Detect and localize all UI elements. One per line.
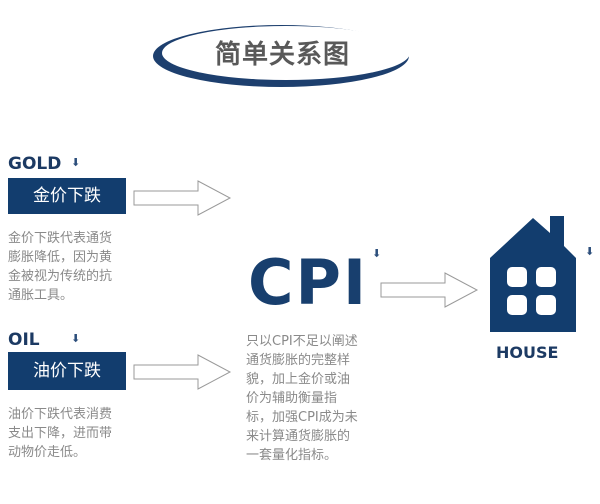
down-arrow-marker-icon: ⬇ [585, 245, 595, 258]
cpi-desc-line: 只以CPI不足以阐述 [246, 334, 358, 349]
house-icon [490, 216, 576, 332]
oil-desc-line: 动物价走低。 [8, 445, 87, 460]
title-oval-icon [153, 25, 410, 87]
gold-desc-line: 膨胀降低，因为黄 [8, 250, 113, 265]
gold-label: GOLD [8, 154, 62, 174]
gold-desc-line: 通胀工具。 [8, 288, 74, 303]
gold-desc-line: 金被视为传统的抗 [8, 269, 113, 284]
oil-box: 油价下跌 [8, 352, 126, 390]
house-label: HOUSE [496, 343, 559, 362]
title-badge: 简单关系图 [150, 20, 415, 90]
cpi-description: 只以CPI不足以阐述 通货膨胀的完整样 貌，加上金价或油 价为辅助衡量指 标，加… [246, 332, 381, 465]
cpi-desc-line: 来计算通货膨胀的 [246, 429, 351, 444]
page-title: 简单关系图 [214, 40, 350, 70]
down-arrow-marker-icon: ⬇ [71, 332, 81, 345]
oil-desc-line: 油价下跌代表消费 [8, 407, 113, 422]
cpi-desc-line: 通货膨胀的完整样 [246, 353, 351, 368]
right-arrow-icon [133, 354, 232, 390]
gold-box: 金价下跌 [8, 178, 126, 214]
cpi-desc-line: 貌，加上金价或油 [246, 372, 351, 387]
oil-label: OIL [8, 330, 40, 350]
cpi-desc-line: 价为辅助衡量指 [246, 391, 338, 406]
cpi-desc-line: 一套量化指标。 [246, 448, 338, 463]
cpi-label: CPI [248, 246, 369, 319]
down-arrow-marker-icon: ⬇ [71, 156, 81, 169]
right-arrow-icon [380, 272, 479, 308]
gold-description: 金价下跌代表通货 膨胀降低，因为黄 金被视为传统的抗 通胀工具。 [8, 229, 133, 305]
oil-description: 油价下跌代表消费 支出下降，进而带 动物价走低。 [8, 405, 133, 462]
down-arrow-marker-icon: ⬇ [372, 247, 382, 260]
cpi-desc-line: 标，加强CPI成为未 [246, 410, 358, 425]
oil-desc-line: 支出下降，进而带 [8, 426, 113, 441]
gold-desc-line: 金价下跌代表通货 [8, 231, 113, 246]
right-arrow-icon [133, 180, 232, 216]
